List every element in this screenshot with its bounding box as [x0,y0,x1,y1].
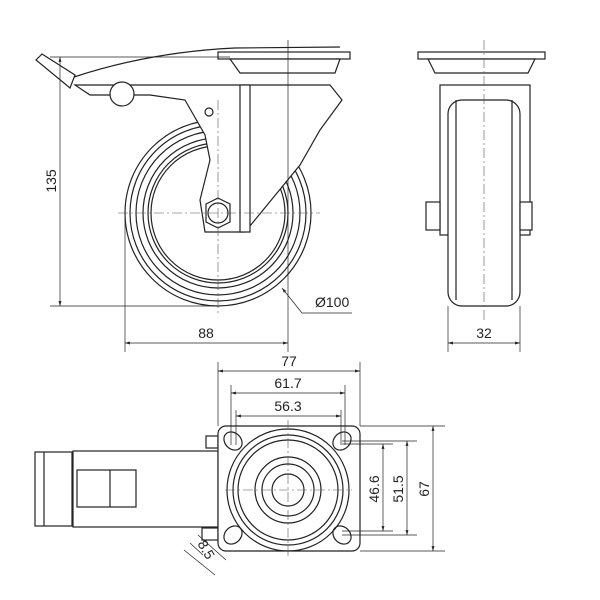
hole-spacing-outer-x: 61.7 [274,375,301,391]
width-dimension: 32 [476,325,492,341]
bottom-view: 77 61.7 56.3 67 51.5 46.6 8.5 [34,353,445,576]
hole-spacing-outer-y: 51.5 [390,475,406,502]
mounting-holes [223,431,352,545]
diameter-dimension: Ø100 [315,294,349,310]
offset-dimension: 88 [198,325,214,341]
hole-size-dimension: 8.5 [195,537,219,562]
brake-lever [35,53,76,89]
side-view: 135 88 Ø100 [35,40,352,352]
brake-pad [34,451,73,527]
mounting-plate [217,425,361,552]
front-view: 32 [417,40,546,352]
brake-housing [72,450,219,528]
plate-width-dimension: 77 [281,353,297,369]
hole-spacing-inner-x: 56.3 [274,398,301,414]
top-plate [217,51,351,60]
hole-spacing-inner-y: 46.6 [366,475,382,502]
height-dimension: 135 [43,169,59,193]
plate-depth-dimension: 67 [416,481,432,497]
